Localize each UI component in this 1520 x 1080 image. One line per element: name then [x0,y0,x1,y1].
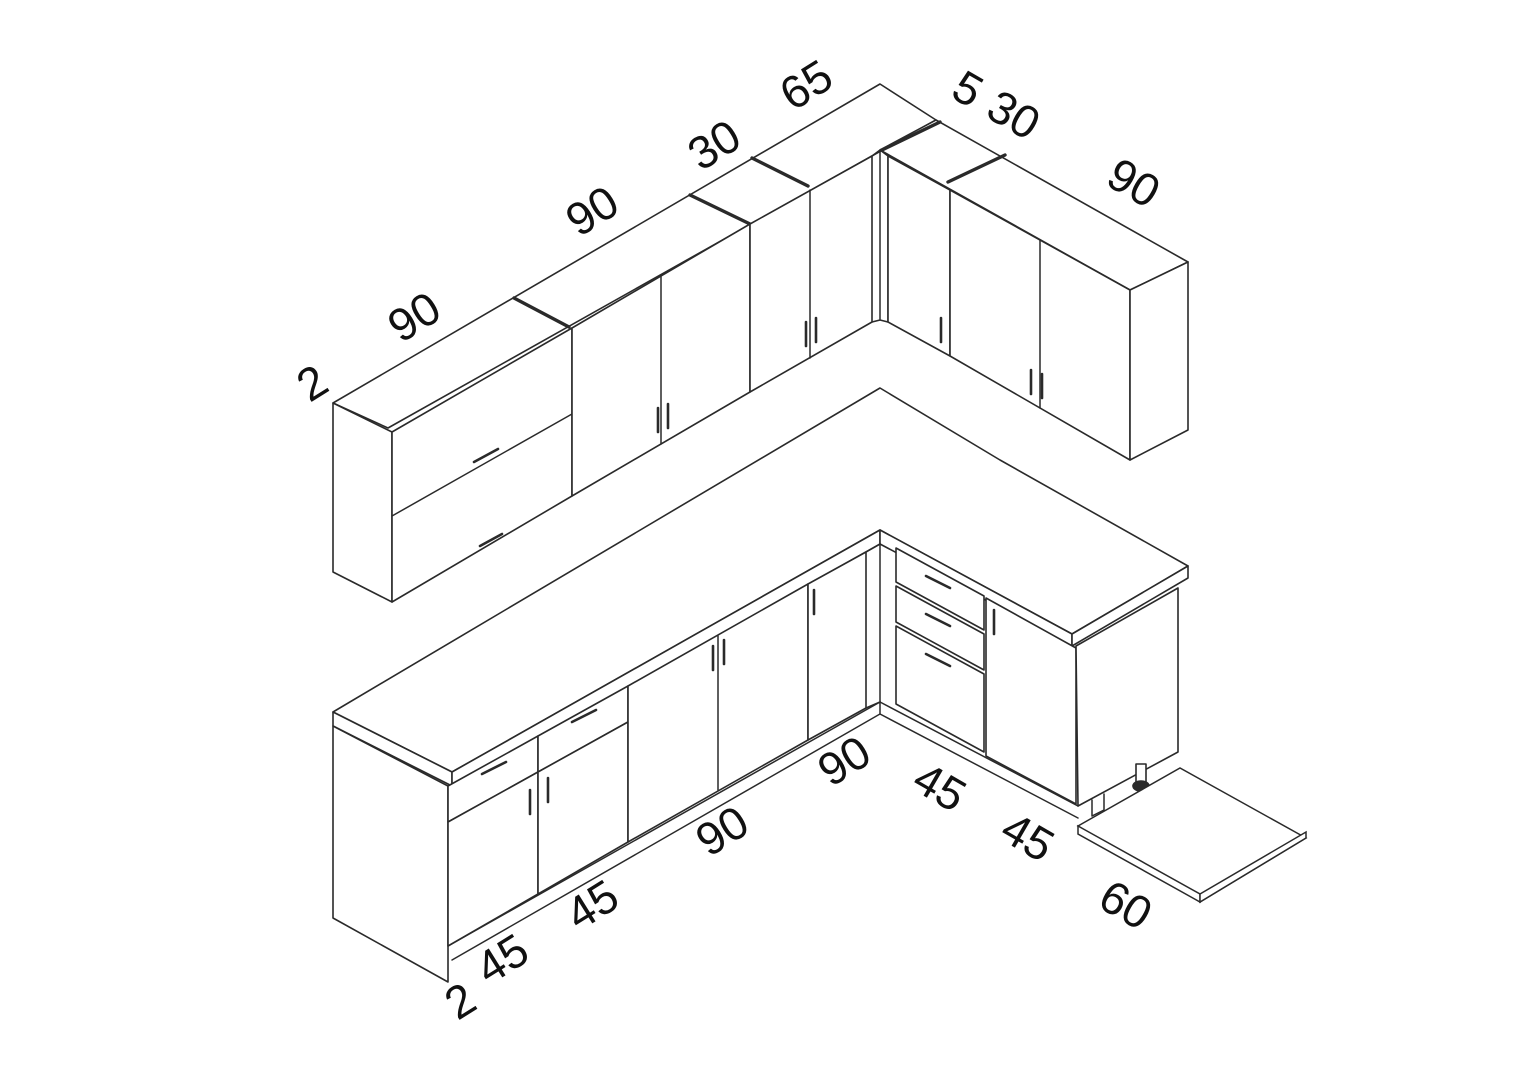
base-right-end-panel [1075,587,1179,807]
upper-top-divider [512,120,1007,329]
base-drawer-1-handle [924,574,952,590]
dim-base-right-2: 45 [993,801,1063,872]
base-drawer-2 [895,585,985,671]
base-drawer-3 [895,625,985,753]
upper-flap-handle-top [472,447,500,464]
dim-base-run-2: 45 [556,869,627,940]
upper-flap-split [391,413,573,517]
dim-upper-right-1: 30 [979,79,1049,150]
base-leg-bracket [1091,793,1105,817]
base-left-end-panel [332,725,449,983]
base-drawer-2-handle [924,612,952,628]
upper-flap-handle-bottom [478,532,504,548]
base-plinth-right [879,701,1079,819]
base-corner-door-front [807,551,867,741]
base-drawer-1 [895,547,985,631]
dim-upper-run-4: 65 [770,49,841,120]
base-cabinets [332,387,1308,983]
base-drawer-3-handle [924,652,952,668]
base-plinth-main [447,700,881,961]
dim-upper-left-side-depth: 2 [287,354,336,412]
dim-base-right-3: 60 [1091,869,1161,940]
dim-base-right-1: 45 [905,751,975,822]
base-unit-1-drawer-handle [480,760,508,776]
upper-left-end-panel [332,402,393,603]
upper-cabinets [332,83,1189,603]
base-corner-inner-edges [865,542,881,709]
countertop-front-edge-end [1071,565,1189,647]
dim-base-run-1: 45 [466,923,537,994]
base-unit-2-drawer-handle [570,708,598,724]
plinth-panel-edge-right [1199,830,1307,904]
base-right-door-front [985,597,1077,805]
dim-upper-run-2: 90 [556,175,627,246]
upper-right-end-panel [1129,261,1189,461]
dim-base-left-side-depth: 2 [435,972,484,1030]
upper-corner-edges [871,148,889,323]
dim-upper-right-gap: 5 [944,60,992,118]
dim-upper-right-2: 90 [1099,147,1169,218]
